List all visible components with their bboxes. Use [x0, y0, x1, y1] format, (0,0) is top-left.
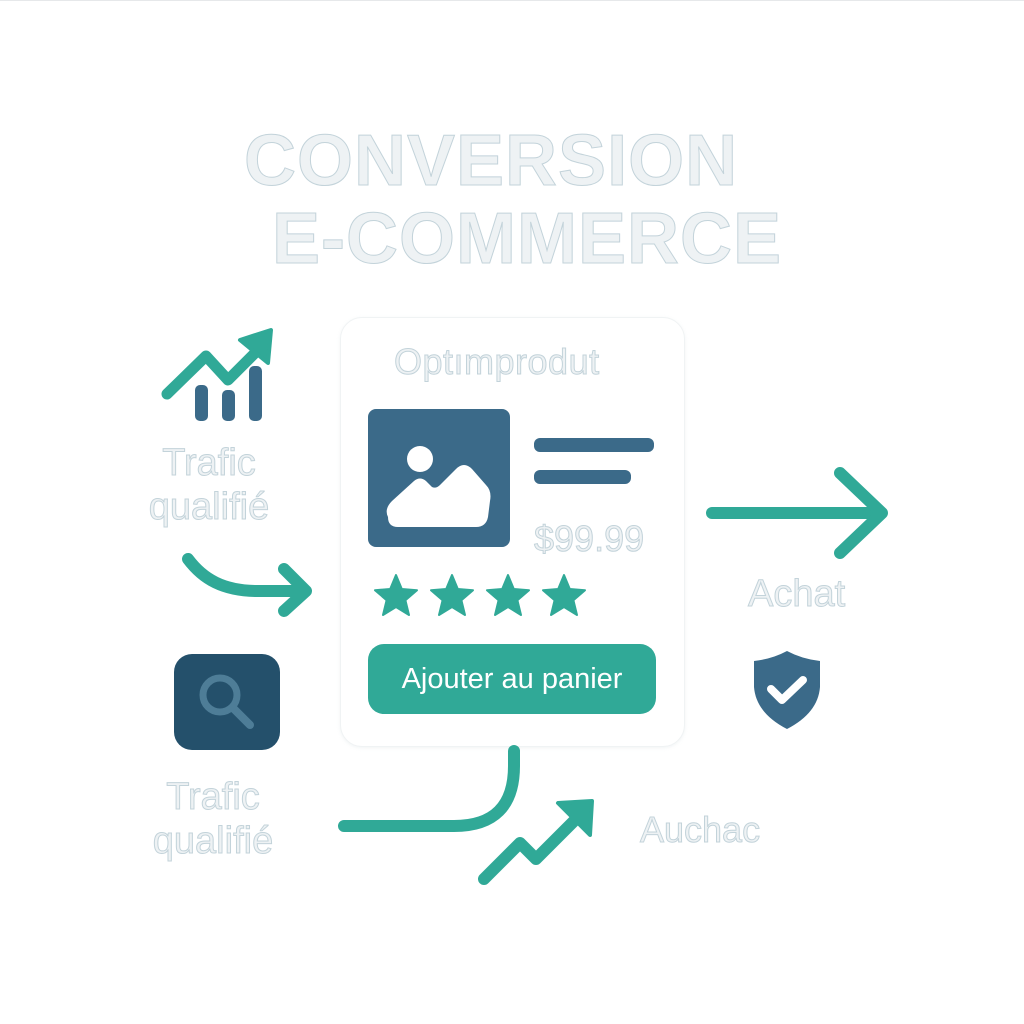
- rating-stars: [372, 573, 588, 619]
- achat-label: Achat: [747, 573, 846, 616]
- trend-up-bar-chart-icon: [158, 323, 276, 428]
- star-icon: [428, 573, 476, 619]
- star-icon: [372, 573, 420, 619]
- image-placeholder-icon: [386, 446, 491, 527]
- product-title: Optımprodut: [394, 341, 600, 383]
- search-tile[interactable]: [174, 654, 280, 750]
- add-to-cart-button[interactable]: Ajouter au panier: [368, 644, 656, 714]
- auchac-label: Auchac: [639, 809, 761, 851]
- star-icon: [540, 573, 588, 619]
- arrow-right-icon: [702, 463, 892, 568]
- shield-check-icon: [750, 647, 824, 736]
- product-image: [368, 409, 510, 547]
- title-line-2: E-COMMERCE: [272, 199, 782, 279]
- product-description-line-2: [534, 470, 631, 484]
- product-price: $99.99: [533, 518, 645, 560]
- curved-connector-line: [334, 741, 534, 846]
- search-icon: [199, 674, 254, 729]
- title-line-1: CONVERSION: [243, 121, 739, 201]
- trend-up-arrow-icon: [470, 791, 600, 896]
- product-description-line-1: [534, 438, 654, 452]
- curved-arrow-right-icon: [178, 549, 318, 624]
- star-icon: [484, 573, 532, 619]
